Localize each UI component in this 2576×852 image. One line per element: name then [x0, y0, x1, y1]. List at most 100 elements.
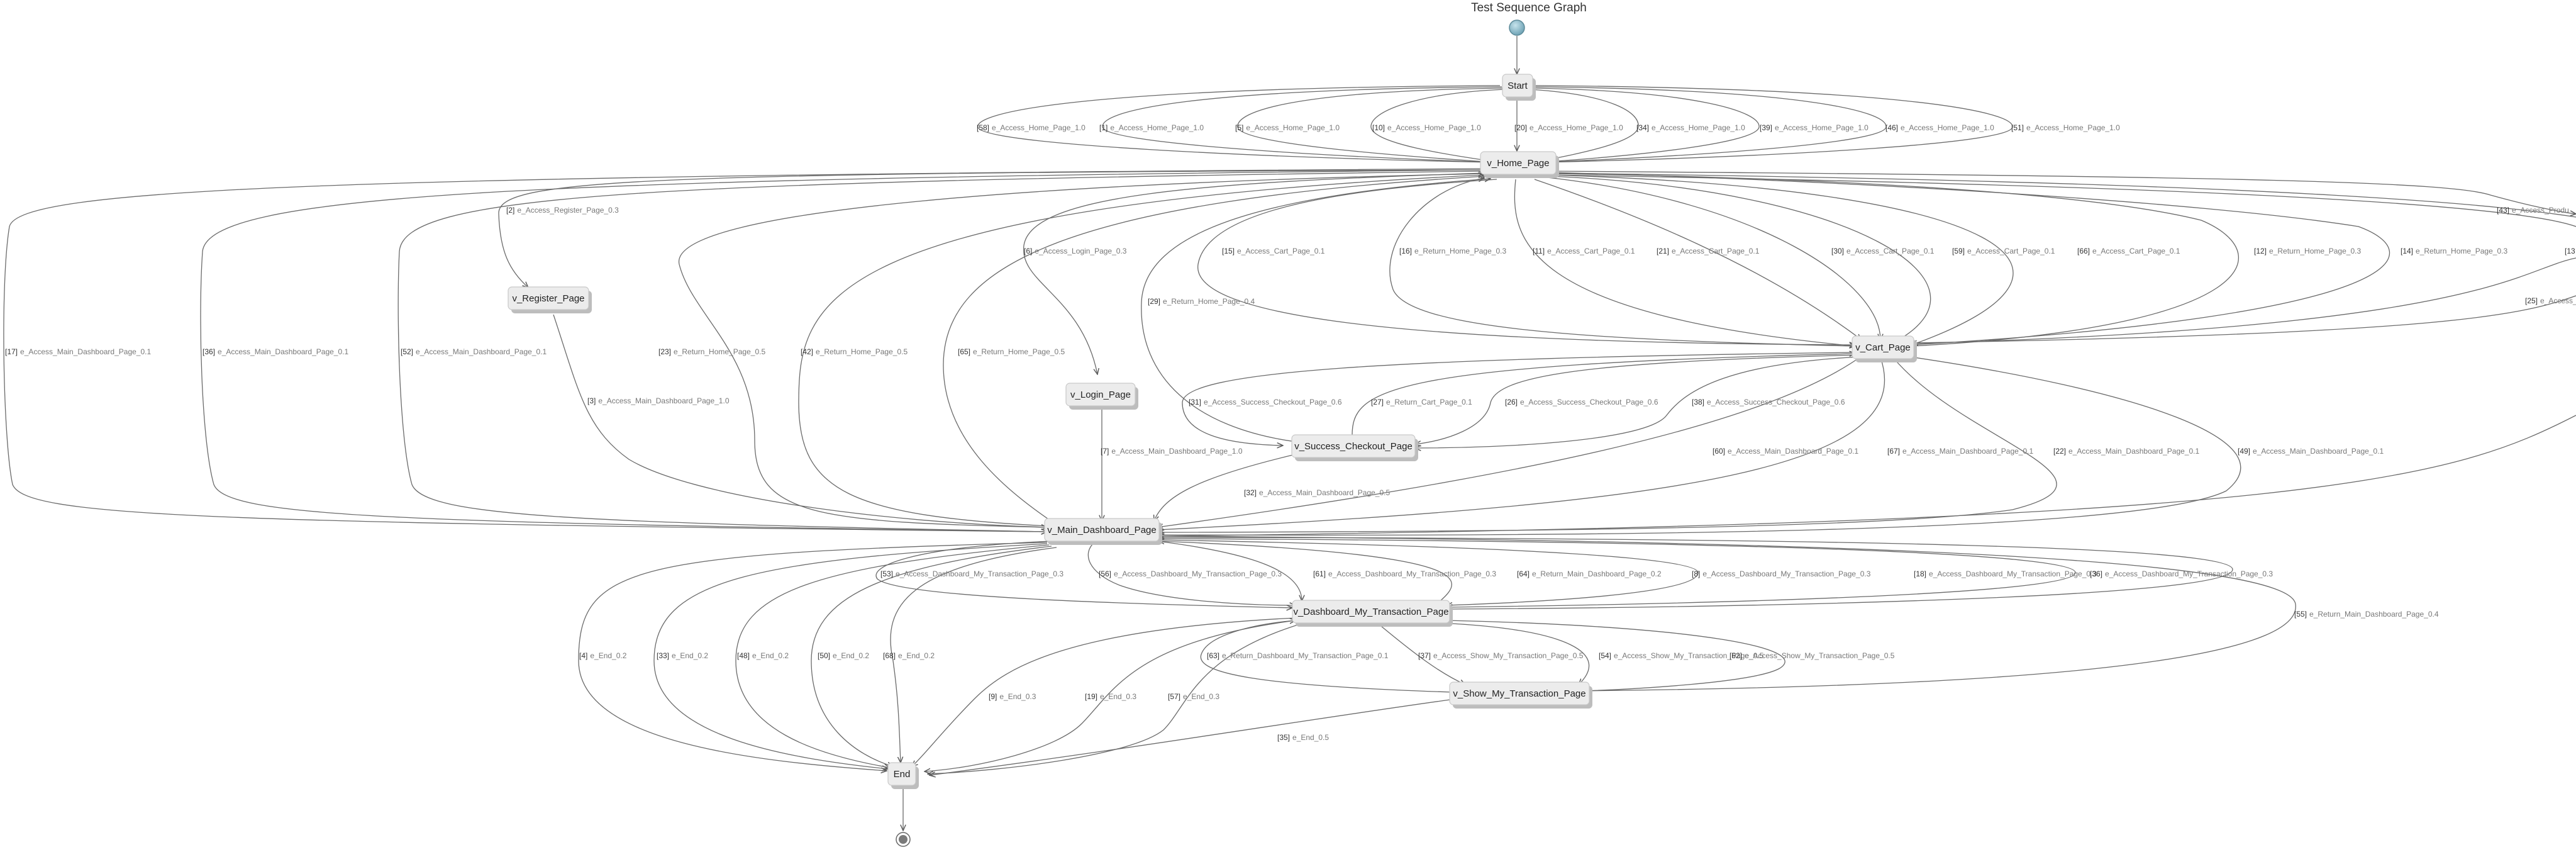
svg-text:[60]: [60] — [1713, 447, 1725, 456]
svg-text:[20]: [20] — [1514, 123, 1527, 132]
svg-text:e_Return_Home_Page_0.3: e_Return_Home_Page_0.3 — [2416, 247, 2507, 255]
svg-text:e_Access_Main_Dashboard_Page_1: e_Access_Main_Dashboard_Page_1.0 — [598, 396, 729, 405]
svg-text:[32]: [32] — [1244, 488, 1257, 497]
edge-label: [19]e_End_0.3 — [1085, 692, 1136, 701]
edge-label: [9]e_End_0.3 — [989, 692, 1036, 701]
svg-text:e_Access_Cart_Page_0.1: e_Access_Cart_Page_0.1 — [1672, 247, 1760, 255]
svg-text:e_Access_Main_Dashboard_Page_0: e_Access_Main_Dashboard_Page_0.1 — [1902, 447, 2033, 456]
edge-label: [25]e_Access_ — [2525, 296, 2576, 305]
node-login-page[interactable]: v_Login_Page — [1065, 383, 1138, 410]
svg-text:[11]: [11] — [1533, 247, 1545, 255]
edge-label: [2]e_Access_Register_Page_0.3 — [506, 206, 619, 215]
svg-text:[23]: [23] — [658, 347, 671, 356]
svg-text:e_End_0.3: e_End_0.3 — [999, 692, 1036, 701]
edge-label: [49]e_Access_Main_Dashboard_Page_0.1 — [2238, 447, 2384, 456]
edge-label: [33]e_End_0.2 — [657, 651, 708, 660]
edge-label: [10]e_Access_Home_Page_1.0 — [1372, 123, 1481, 132]
svg-text:e_Access_Show_My_Transaction_P: e_Access_Show_My_Transaction_Page_0.5 — [1745, 651, 1895, 660]
svg-text:e_Access_Main_Dashboard_Page_0: e_Access_Main_Dashboard_Page_0.1 — [20, 347, 151, 356]
node-label: End — [894, 769, 911, 780]
node-label: v_Show_My_Transaction_Page — [1453, 688, 1585, 699]
svg-text:e_Access_Success_Checkout_Page: e_Access_Success_Checkout_Page_0.6 — [1204, 398, 1342, 406]
svg-text:e_Access_Success_Checkout_Page: e_Access_Success_Checkout_Page_0.6 — [1520, 398, 1658, 406]
edge-label: [63]e_Return_Dashboard_My_Transaction_Pa… — [1207, 651, 1389, 660]
node-success-checkout-page[interactable]: v_Success_Checkout_Page — [1291, 434, 1418, 461]
svg-text:e_Access_Cart_Page_0.1: e_Access_Cart_Page_0.1 — [1237, 247, 1325, 255]
edge-label: [20]e_Access_Home_Page_1.0 — [1514, 123, 1623, 132]
svg-text:e_Return_Cart_Page_0.1: e_Return_Cart_Page_0.1 — [1386, 398, 1472, 406]
svg-text:[5]: [5] — [1235, 123, 1243, 132]
edge-label: [42]e_Return_Home_Page_0.5 — [801, 347, 908, 356]
edge-label: [46]e_Access_Home_Page_1.0 — [1885, 123, 1994, 132]
svg-text:[66]: [66] — [2077, 247, 2090, 255]
svg-text:[52]: [52] — [401, 347, 413, 356]
svg-text:[17]: [17] — [5, 347, 18, 356]
node-show-my-transaction-page[interactable]: v_Show_My_Transaction_Page — [1449, 681, 1592, 709]
node-label: v_Main_Dashboard_Page — [1047, 525, 1156, 535]
node-dashboard-my-transaction-page[interactable]: v_Dashboard_My_Transaction_Page — [1292, 600, 1453, 627]
node-label: Start — [1507, 81, 1528, 91]
edge-label: [36]e_Access_Main_Dashboard_Page_0.1 — [203, 347, 348, 356]
node-end[interactable]: End — [887, 762, 919, 789]
svg-text:[10]: [10] — [1372, 123, 1385, 132]
edge-label: [23]e_Return_Home_Page_0.5 — [658, 347, 765, 356]
svg-text:[49]: [49] — [2238, 447, 2250, 456]
svg-text:e_Access_Home_Page_1.0: e_Access_Home_Page_1.0 — [992, 123, 1085, 132]
edge-label: [65]e_Return_Home_Page_0.5 — [958, 347, 1065, 356]
svg-text:[29]: [29] — [1148, 297, 1160, 306]
svg-text:e_Access_Home_Page_1.0: e_Access_Home_Page_1.0 — [1387, 123, 1481, 132]
svg-text:[19]: [19] — [1085, 692, 1097, 701]
svg-text:[38]: [38] — [1692, 398, 1704, 406]
edge-label: [38]e_Access_Success_Checkout_Page_0.6 — [1692, 398, 1845, 406]
svg-text:[56]: [56] — [1099, 569, 1111, 578]
edge-label: [51]e_Access_Home_Page_1.0 — [2011, 123, 2120, 132]
edge-label: [4]e_End_0.2 — [579, 651, 627, 660]
edge-label: [58]e_Access_Home_Page_1.0 — [977, 123, 1085, 132]
node-main-dashboard-page[interactable]: v_Main_Dashboard_Page — [1044, 518, 1162, 545]
edge-label: [50]e_End_0.2 — [818, 651, 869, 660]
edge-label: [11]e_Access_Cart_Page_0.1 — [1533, 247, 1635, 255]
svg-text:[6]: [6] — [1024, 247, 1032, 255]
svg-text:e_Access_Main_Dashboard_Page_0: e_Access_Main_Dashboard_Page_0.1 — [2068, 447, 2199, 456]
svg-text:e_Access_Main_Dashboard_Page_0: e_Access_Main_Dashboard_Page_0.1 — [1728, 447, 1858, 456]
svg-text:e_Access_Cart_Page_0.1: e_Access_Cart_Page_0.1 — [2092, 247, 2180, 255]
svg-text:[30]: [30] — [1831, 247, 1844, 255]
edge-label: [36]e_Access_Dashboard_My_Transaction_Pa… — [2090, 569, 2273, 578]
svg-text:e_Return_Home_Page_0.5: e_Return_Home_Page_0.5 — [674, 347, 765, 356]
node-start[interactable]: Start — [1502, 74, 1536, 101]
svg-text:[55]: [55] — [2294, 610, 2307, 619]
svg-text:[54]: [54] — [1599, 651, 1611, 660]
svg-text:e_Access_Home_Page_1.0: e_Access_Home_Page_1.0 — [1775, 123, 1868, 132]
svg-text:[27]: [27] — [1371, 398, 1384, 406]
node-register-page[interactable]: v_Register_Page — [508, 286, 592, 313]
svg-text:[58]: [58] — [977, 123, 989, 132]
edge-label: [22]e_Access_Main_Dashboard_Page_0.1 — [2053, 447, 2199, 456]
node-cart-page[interactable]: v_Cart_Page — [1852, 335, 1917, 362]
node-label: v_Dashboard_My_Transaction_Page — [1293, 607, 1448, 617]
node-label: v_Register_Page — [512, 293, 584, 304]
svg-text:[57]: [57] — [1168, 692, 1180, 701]
svg-text:e_Access_Dashboard_My_Transact: e_Access_Dashboard_My_Transaction_Page_0… — [1114, 569, 1282, 578]
edge-label: [32]e_Access_Main_Dashboard_Page_0.5 — [1244, 488, 1390, 497]
svg-text:[34]: [34] — [1636, 123, 1649, 132]
svg-text:e_Access_Main_Dashboard_Page_0: e_Access_Main_Dashboard_Page_0.1 — [2253, 447, 2384, 456]
svg-text:e_Return_Home_Page_0.3: e_Return_Home_Page_0.3 — [1414, 247, 1506, 255]
edge-label: [17]e_Access_Main_Dashboard_Page_0.1 — [5, 347, 151, 356]
edge-label: [57]e_End_0.3 — [1168, 692, 1219, 701]
svg-text:[3]: [3] — [587, 396, 596, 405]
svg-text:[9]: [9] — [989, 692, 997, 701]
svg-text:[26]: [26] — [1505, 398, 1518, 406]
svg-text:e_Access_Main_Dashboard_Page_0: e_Access_Main_Dashboard_Page_0.1 — [416, 347, 547, 356]
svg-text:[50]: [50] — [818, 651, 830, 660]
edge-label: [16]e_Return_Home_Page_0.3 — [1399, 247, 1506, 255]
svg-text:[61]: [61] — [1313, 569, 1326, 578]
node-home-page[interactable]: v_Home_Page — [1480, 151, 1559, 178]
edge-label: [67]e_Access_Main_Dashboard_Page_0.1 — [1887, 447, 2033, 456]
svg-text:[8]: [8] — [1692, 569, 1700, 578]
svg-text:[1]: [1] — [1099, 123, 1108, 132]
svg-text:e_Return_Home_Page_0.5: e_Return_Home_Page_0.5 — [816, 347, 908, 356]
svg-text:e_Access_Home_Page_1.0: e_Access_Home_Page_1.0 — [1530, 123, 1623, 132]
svg-text:[63]: [63] — [1207, 651, 1219, 660]
edge-label: [48]e_End_0.2 — [737, 651, 789, 660]
